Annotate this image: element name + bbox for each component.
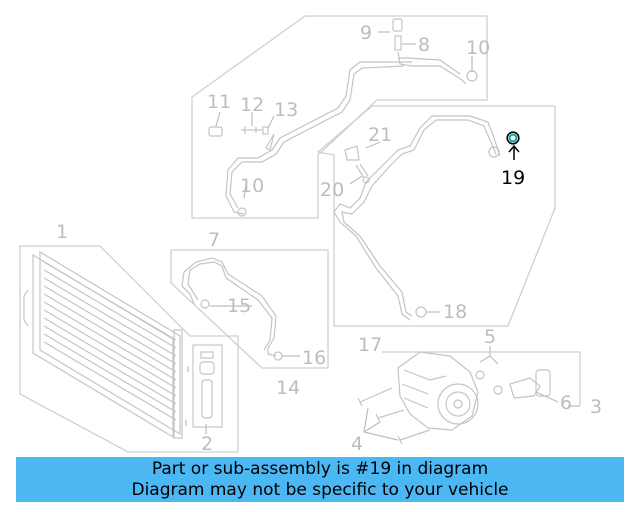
callout-2: 2 xyxy=(201,433,213,455)
panel-line-group-14 xyxy=(170,249,329,369)
line-assembly-17 xyxy=(333,115,501,321)
callout-3: 3 xyxy=(590,396,602,418)
compressor-assembly xyxy=(357,351,551,445)
callout-18: 18 xyxy=(443,301,467,323)
callout-17: 17 xyxy=(358,334,382,356)
banner-line-part-number: Part or sub-assembly is #19 in diagram xyxy=(151,458,489,479)
callout-11: 11 xyxy=(207,91,231,113)
callout-7: 7 xyxy=(208,229,220,251)
callout-10-lower: 10 xyxy=(240,175,264,197)
arrow-19 xyxy=(508,144,520,160)
callout-16: 16 xyxy=(302,347,326,369)
panel-line-group-17 xyxy=(316,105,556,327)
callout-12: 12 xyxy=(240,94,264,116)
panel-compressor-group-3 xyxy=(382,351,581,405)
callout-5: 5 xyxy=(484,326,496,348)
callout-19[interactable]: 19 xyxy=(501,167,525,189)
line-assembly-7 xyxy=(208,18,478,217)
callout-4: 4 xyxy=(351,433,363,455)
callout-13: 13 xyxy=(274,99,298,121)
callout-21: 21 xyxy=(368,124,392,146)
line-assembly-14 xyxy=(181,257,283,361)
banner-line-disclaimer: Diagram may not be specific to your vehi… xyxy=(131,479,509,500)
callout-10-upper: 10 xyxy=(466,37,490,59)
part-19-o-ring[interactable] xyxy=(506,131,520,145)
info-banner: Part or sub-assembly is #19 in diagram D… xyxy=(16,457,624,502)
callout-1: 1 xyxy=(56,221,68,243)
condenser-assembly xyxy=(23,250,223,439)
panel-condenser-group-1 xyxy=(19,245,239,453)
callout-15: 15 xyxy=(227,295,251,317)
callout-6: 6 xyxy=(560,392,572,414)
leader-lines xyxy=(185,31,580,441)
callout-9: 9 xyxy=(360,22,372,44)
panel-line-group-7 xyxy=(191,15,488,219)
callout-8: 8 xyxy=(418,34,430,56)
callout-20: 20 xyxy=(320,179,344,201)
callout-14: 14 xyxy=(276,377,300,399)
